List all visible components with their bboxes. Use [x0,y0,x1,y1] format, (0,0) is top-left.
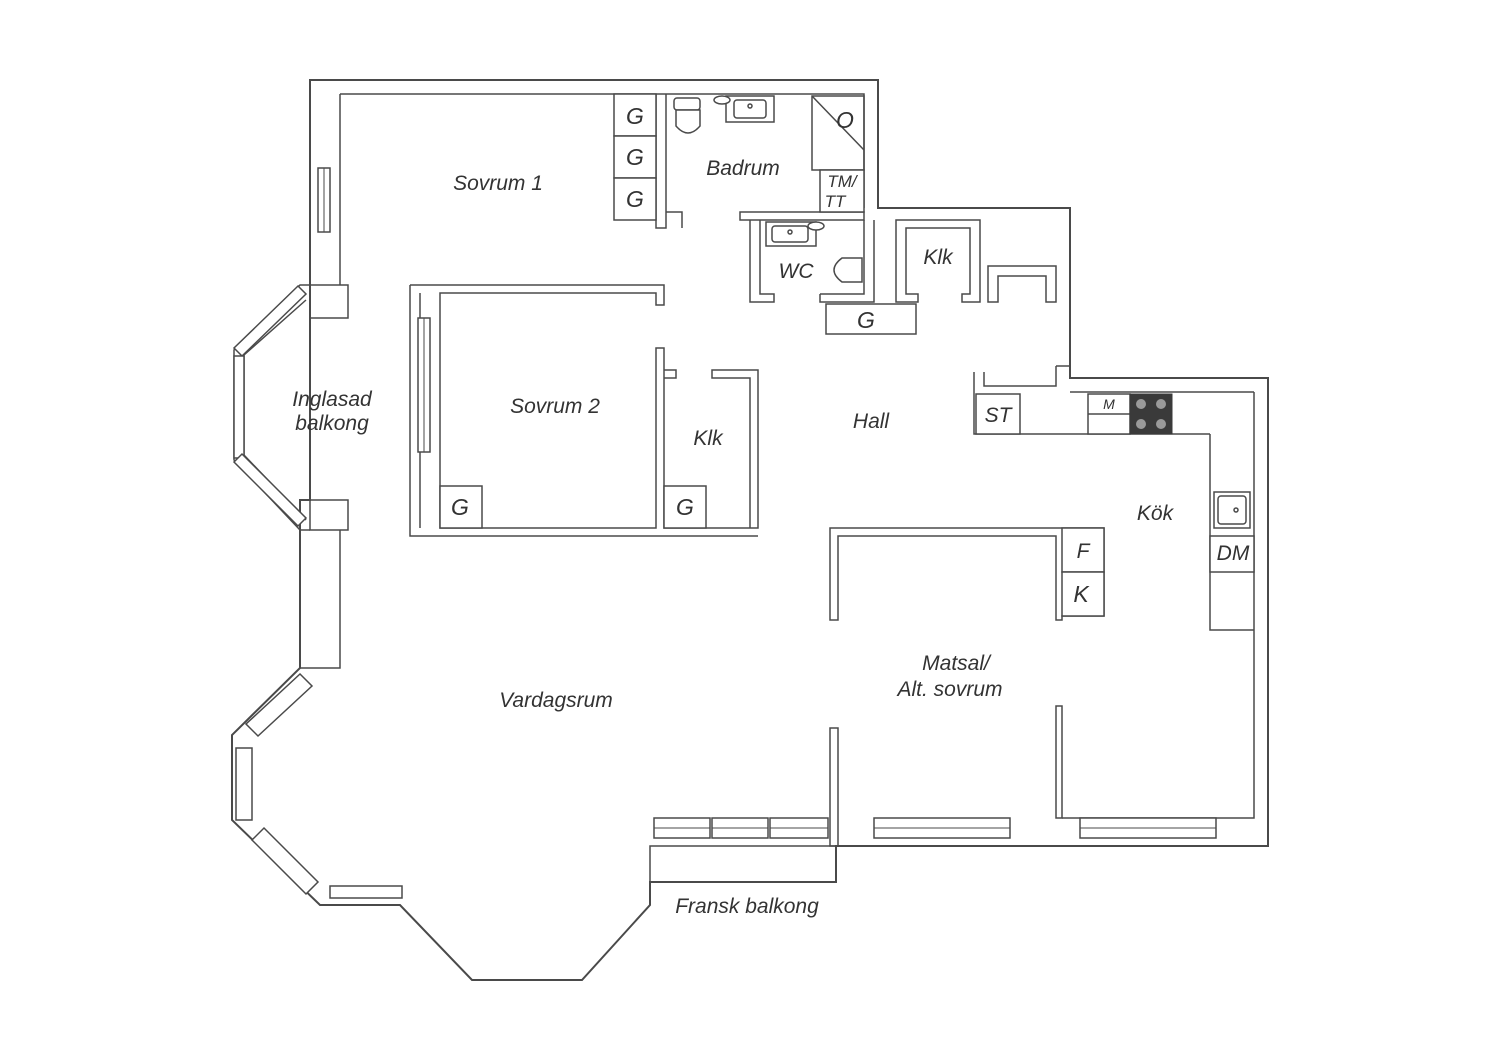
label-k: K [1073,581,1090,607]
inner-walls [409,94,1254,847]
label-vardagsrum: Vardagsrum [499,689,613,712]
label-inglasad-2: balkong [295,412,369,435]
glazed-balcony [232,284,349,531]
storage-cabinet [975,393,1021,435]
label-g-5: G [451,494,469,520]
kitchen-fixtures [975,393,1255,617]
label-g-2: G [626,144,644,170]
wardrobe-sovrum2 [439,485,483,529]
freezer [1061,571,1105,617]
wardrobe-sovrum1-a [613,93,657,137]
label-g-4: G [857,307,875,333]
label-hall: Hall [853,410,891,433]
label-klk-mid: Klk [693,427,724,450]
label-st: ST [985,404,1014,427]
label-klk-top: Klk [923,246,954,269]
label-matsal-2: Alt. sovrum [895,678,1002,701]
bathroom-fixtures [673,95,865,283]
label-kok: Kök [1137,502,1175,525]
wardrobe-klk [663,485,707,529]
label-tm: TM/ [827,172,859,191]
label-f: F [1077,540,1091,563]
fridge [1061,527,1105,573]
label-sovrum1: Sovrum 1 [453,172,543,195]
label-g-6: G [676,494,694,520]
label-m: M [1103,396,1115,412]
label-sovrum2: Sovrum 2 [510,395,600,418]
wardrobe-sovrum1-b [613,135,657,179]
wardrobes [439,93,707,529]
label-matsal-1: Matsal/ [922,652,992,675]
label-oven: O [836,107,854,133]
room-labels: Sovrum 1 Badrum WC Klk Inglasad balkong … [292,157,1174,918]
label-badrum: Badrum [706,157,780,180]
stove [1129,393,1173,435]
windows [235,167,1217,899]
dishwasher [1209,535,1255,573]
label-g-1: G [626,103,644,129]
label-fransk-balkong: Fransk balkong [675,895,819,918]
label-g-3: G [626,186,644,212]
label-inglasad-1: Inglasad [292,388,373,411]
fixture-labels: G G G G G G TM/ TT O ST M F K DM [451,103,1250,607]
label-dm: DM [1217,542,1250,565]
label-wc: WC [779,260,815,283]
wardrobe-sovrum1-c [613,177,657,221]
label-tt: TT [825,192,847,211]
outer-walls [231,79,1269,981]
